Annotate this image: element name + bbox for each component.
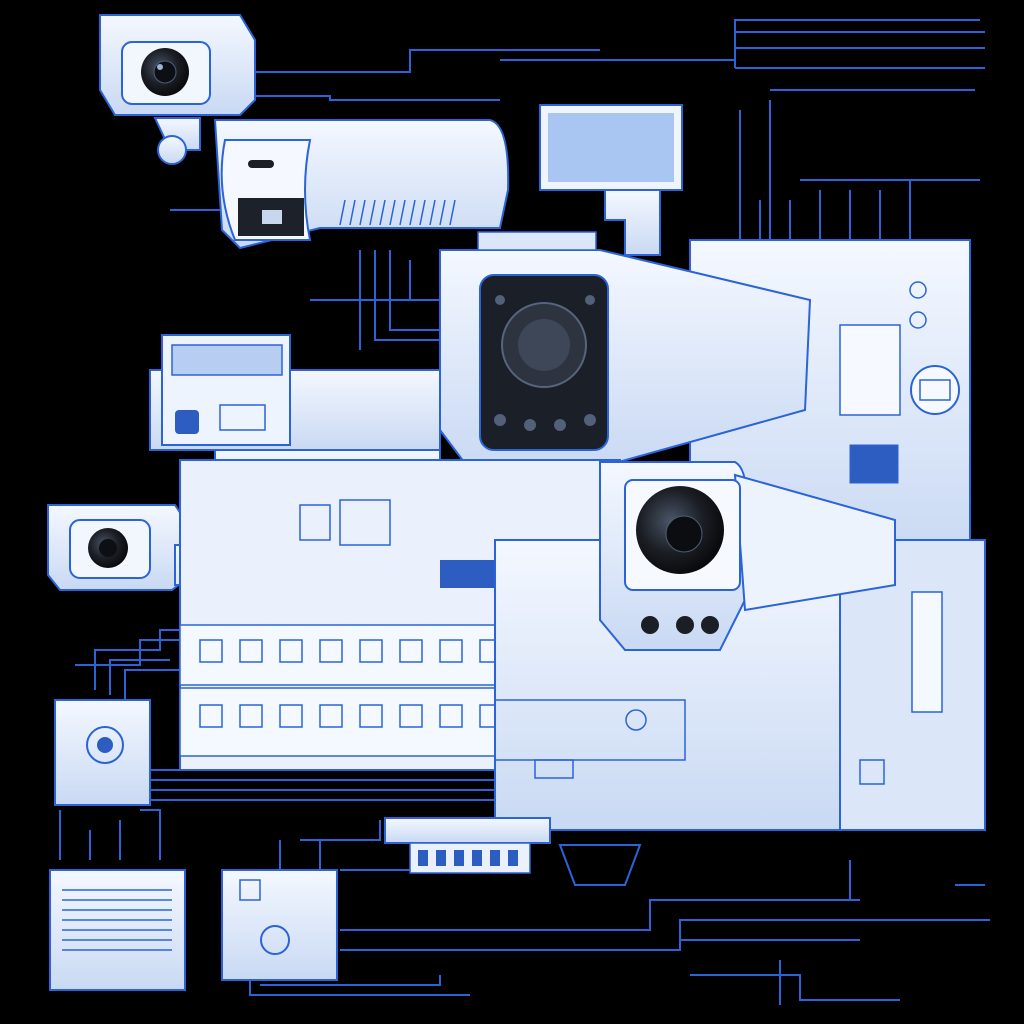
camera-icon <box>47 504 255 626</box>
camera-icon <box>599 461 896 651</box>
power-supply <box>49 869 186 991</box>
junction-box <box>54 699 151 806</box>
camera-icon <box>439 231 812 471</box>
camera-icon <box>99 14 256 165</box>
junction-box <box>221 869 338 981</box>
connector-icon <box>384 817 642 886</box>
monitor-icon <box>539 104 683 256</box>
bullet-camera-icon <box>213 119 510 250</box>
